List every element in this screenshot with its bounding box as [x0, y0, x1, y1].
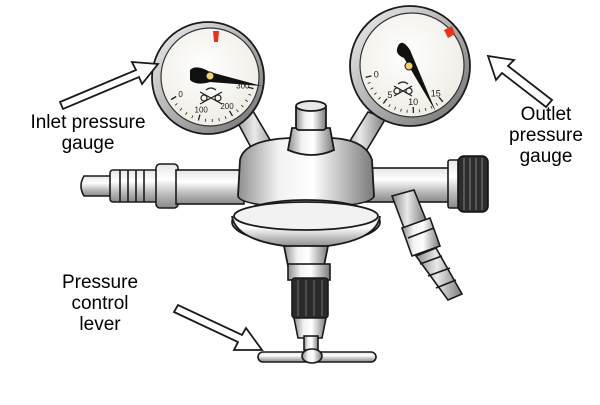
outlet-gauge-label: Outlet pressure gauge	[494, 104, 598, 167]
inlet-gauge-red-mark	[213, 31, 219, 42]
control-lever-label-line2: control	[42, 293, 158, 314]
outlet-gauge-tick-label: 0	[374, 70, 379, 80]
outlet-gauge-label-line2: pressure	[494, 125, 598, 146]
outlet-gauge-tick-label: 15	[431, 88, 441, 98]
outlet-gauge-tick-label: 5	[387, 90, 392, 100]
pressure-control-lever	[258, 349, 376, 363]
outlet-knob	[458, 156, 488, 212]
outlet-pressure-gauge: 05 10 15	[350, 6, 470, 126]
inlet-gauge-label: Inlet pressure gauge	[4, 112, 172, 154]
control-lever-label-line1: Pressure	[42, 272, 158, 293]
inlet-gauge-tick-label: 100	[195, 106, 209, 115]
outlet-gauge-arrow	[488, 56, 552, 107]
inlet-gauge-tick-label: 0	[178, 90, 183, 99]
outlet-gauge-label-line3: gauge	[494, 146, 598, 167]
inlet-gauge-label-line1: Inlet pressure	[4, 112, 172, 133]
pressure-control-column	[288, 264, 330, 350]
inlet-gauge-arrow	[60, 62, 158, 109]
outlet-gauge-tick-label: 10	[408, 97, 418, 107]
inlet-gauge-label-line2: gauge	[4, 133, 172, 154]
inlet-connector	[81, 164, 244, 208]
control-lever-arrow	[174, 305, 262, 350]
outlet-gauge-label-line1: Outlet	[494, 104, 598, 125]
inlet-gauge-tick-label: 200	[220, 102, 234, 111]
control-lever-label-line3: lever	[42, 314, 158, 335]
control-lever-label: Pressure control lever	[42, 272, 158, 335]
